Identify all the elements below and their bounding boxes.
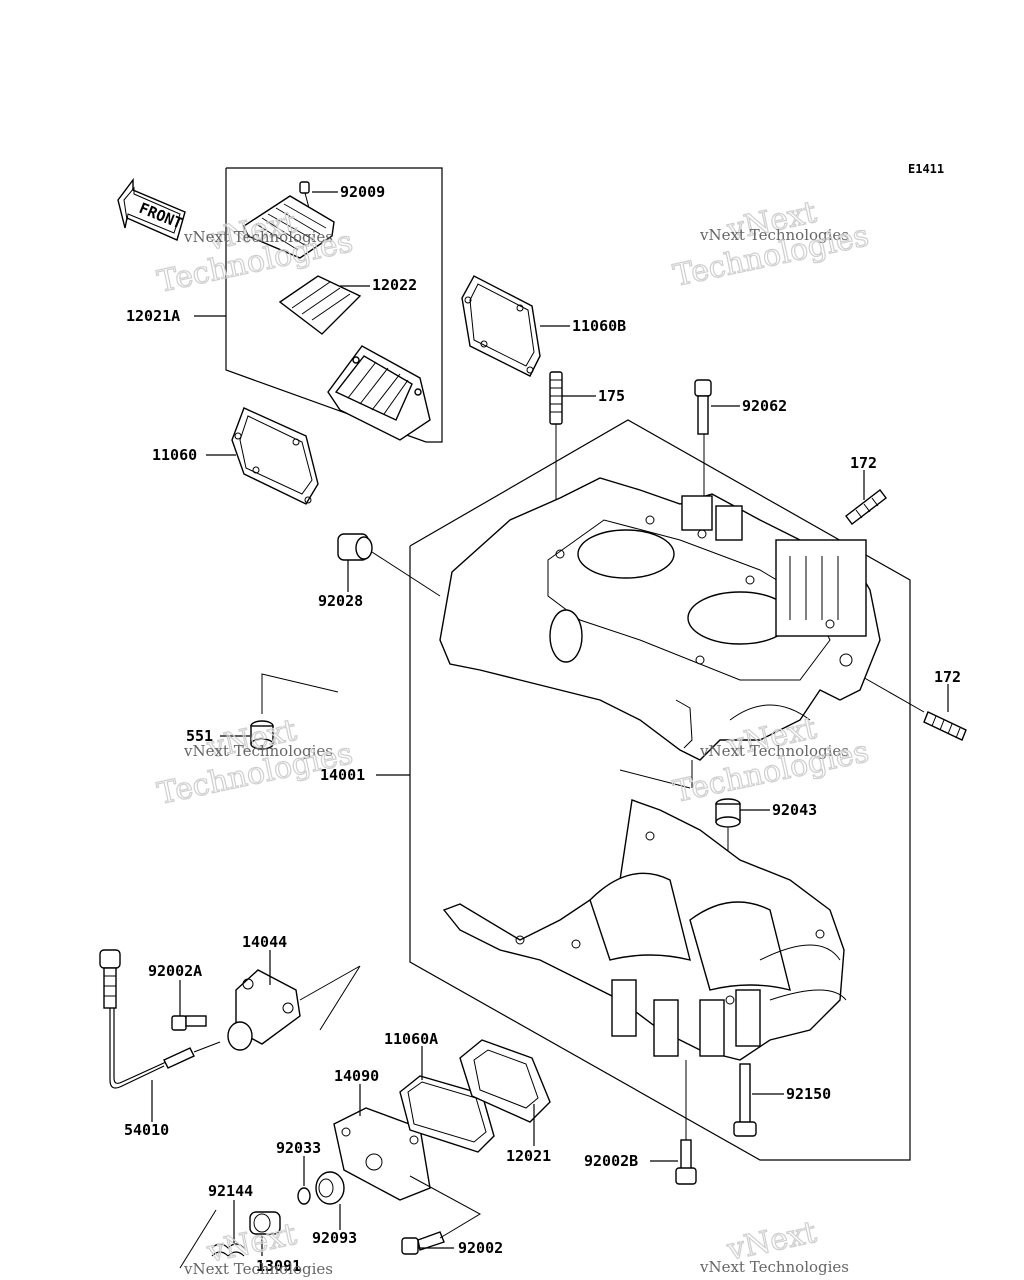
label-92144: 92144 xyxy=(208,1182,253,1200)
label-13091: 13091 xyxy=(256,1257,301,1275)
gasket-11060b xyxy=(461,275,541,377)
bolt-92062 xyxy=(694,379,712,530)
label-172-upper: 172 xyxy=(850,454,877,472)
fitting-13091 xyxy=(249,1211,281,1235)
label-92028: 92028 xyxy=(318,592,363,610)
reed-valve-group xyxy=(225,167,443,443)
label-11060: 11060 xyxy=(152,446,197,464)
label-92009: 92009 xyxy=(340,183,385,201)
label-175: 175 xyxy=(598,387,625,405)
part-labels: 92009 12022 12021A 11060B 175 92062 1106… xyxy=(124,183,961,1275)
label-14001: 14001 xyxy=(320,766,365,784)
cover-14090 xyxy=(333,1107,431,1201)
label-92002b: 92002B xyxy=(584,1152,638,1170)
label-12021: 12021 xyxy=(506,1147,551,1165)
watermark-text: vNext Technologies xyxy=(699,742,849,760)
bolt-92150 xyxy=(733,1063,757,1137)
cap-92028 xyxy=(337,533,441,597)
oil-pipe-54010 xyxy=(99,949,221,1089)
bolt-92002 xyxy=(401,1175,482,1255)
watermark-text: vNext Technologies xyxy=(183,742,333,760)
label-12022: 12022 xyxy=(372,276,417,294)
dowel-92043 xyxy=(715,798,741,990)
label-92002a: 92002A xyxy=(148,962,202,980)
label-11060a: 11060A xyxy=(384,1030,438,1048)
label-92002: 92002 xyxy=(458,1239,503,1257)
stud-175 xyxy=(549,371,563,556)
grommet-92093 xyxy=(315,1171,345,1205)
spacer-12021 xyxy=(459,1039,551,1123)
label-14090: 14090 xyxy=(334,1067,379,1085)
diagram-code: E1411 xyxy=(908,162,944,176)
label-14044: 14044 xyxy=(242,933,287,951)
watermark-text: vNext Technologies xyxy=(183,228,333,246)
label-92093: 92093 xyxy=(312,1229,357,1247)
watermark-text: vNext Technologies xyxy=(699,226,849,244)
gasket-11060 xyxy=(231,407,319,505)
label-54010: 54010 xyxy=(124,1121,169,1139)
watermark-text: vNext Technologies xyxy=(183,1260,333,1278)
label-92062: 92062 xyxy=(742,397,787,415)
bracket-14044 xyxy=(171,965,361,1051)
label-92043: 92043 xyxy=(772,801,817,819)
bolt-92002b xyxy=(675,1060,697,1185)
label-551: 551 xyxy=(186,727,213,745)
seal-92033 xyxy=(297,1187,311,1205)
lower-crankcase xyxy=(442,799,847,1061)
watermark-text: vNext Technologies xyxy=(699,1258,849,1276)
spring-92144 xyxy=(179,1209,245,1269)
upper-crankcase xyxy=(409,419,911,1161)
label-172-lower: 172 xyxy=(934,668,961,686)
leader-lines xyxy=(151,191,949,1256)
gasket-11060a xyxy=(399,1075,495,1153)
label-92150: 92150 xyxy=(786,1085,831,1103)
dowel-551 xyxy=(250,673,339,750)
label-11060b: 11060B xyxy=(572,317,626,335)
stud-172-upper xyxy=(845,489,887,525)
label-12021a: 12021A xyxy=(126,307,180,325)
front-arrow-icon: FRONT xyxy=(117,177,186,241)
label-92033: 92033 xyxy=(276,1139,321,1157)
